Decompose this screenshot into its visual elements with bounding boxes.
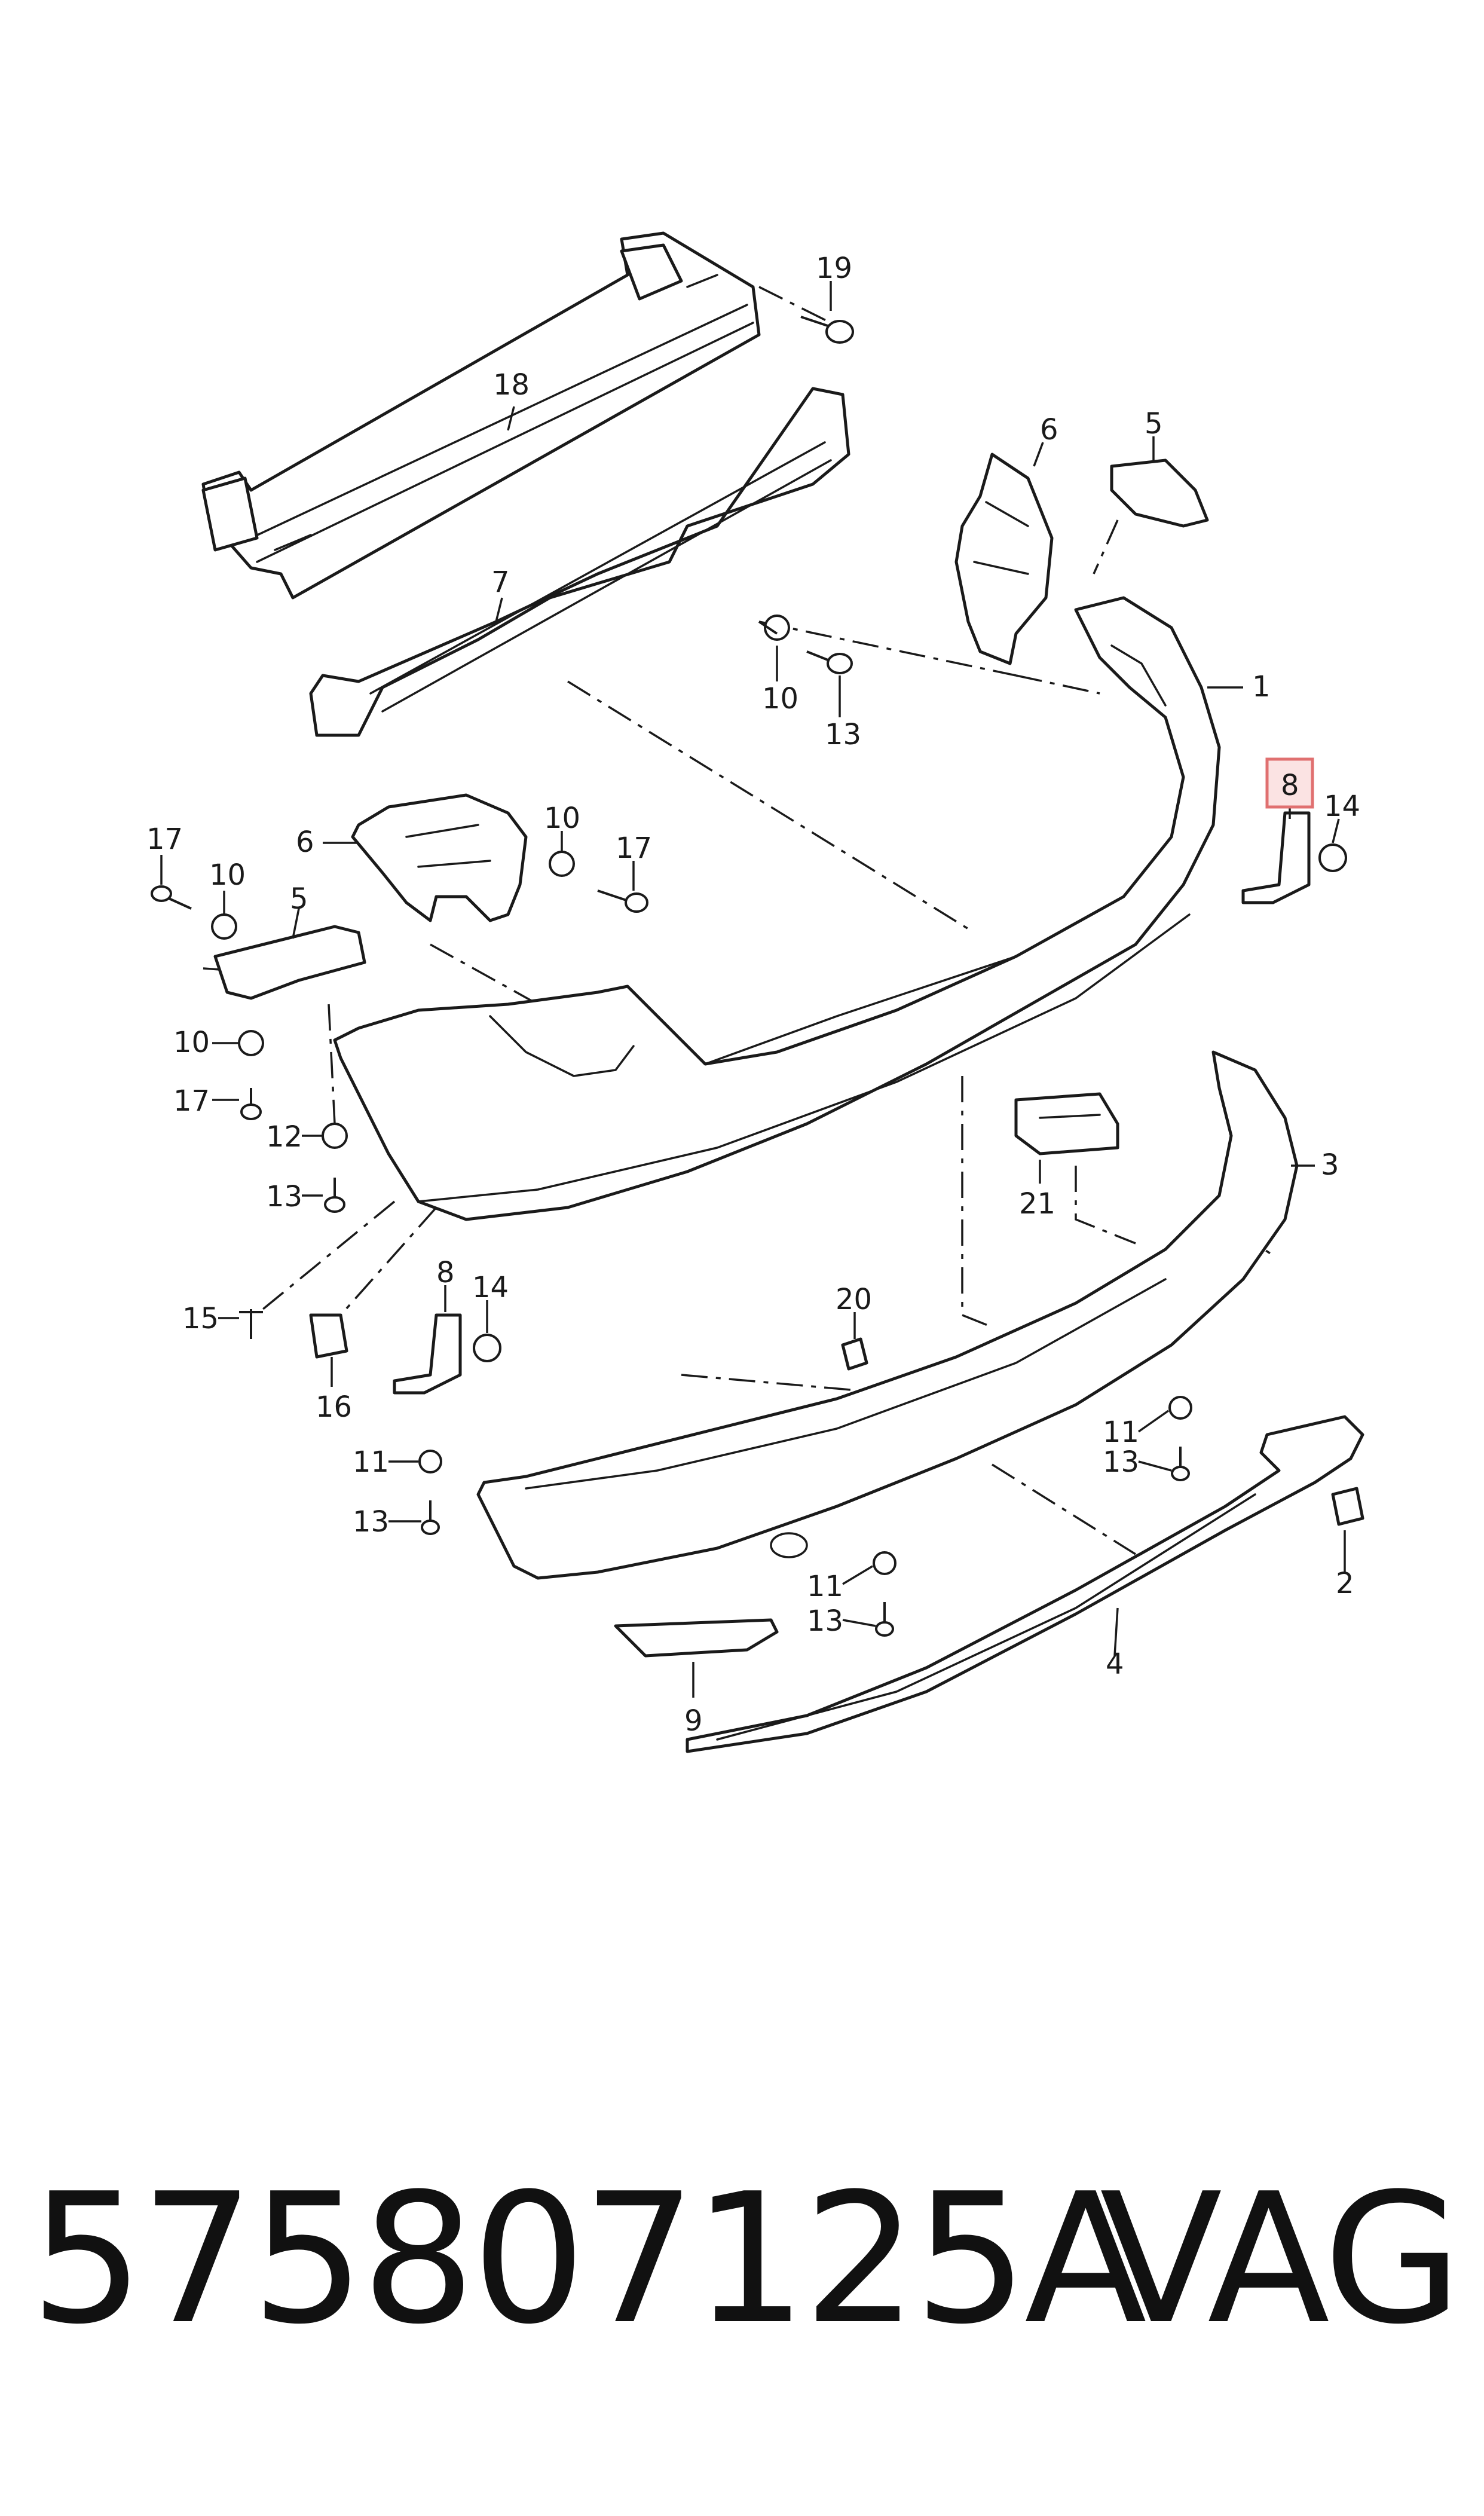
fasteners-left-column [151, 885, 348, 1359]
callout-11: 11 [353, 1445, 389, 1479]
leader-lines [160, 281, 1346, 1698]
part-21-holder [1014, 1092, 1119, 1155]
callout-11: 11 [807, 1570, 843, 1603]
part-4-diffuser [686, 1415, 1364, 1753]
callout-13: 13 [1103, 1445, 1139, 1479]
callout-12: 12 [266, 1120, 302, 1154]
callout-3: 3 [1321, 1148, 1339, 1182]
callout-7: 7 [491, 565, 510, 599]
callout-10: 10 [209, 858, 246, 892]
callout-10: 10 [544, 802, 580, 835]
callout-2: 2 [1336, 1567, 1354, 1600]
part-7-energy-absorber [309, 387, 850, 737]
callout-19: 19 [816, 252, 852, 285]
callout-1: 1 [1252, 670, 1271, 704]
callout-13: 13 [353, 1505, 389, 1539]
callout-20: 20 [836, 1283, 872, 1316]
callout-4: 4 [1106, 1647, 1124, 1681]
callout-17: 17 [616, 831, 652, 865]
callout-6: 6 [1040, 413, 1058, 447]
part-20-clip [841, 1337, 868, 1371]
callout-9: 9 [684, 1704, 703, 1738]
callout-17: 17 [173, 1084, 210, 1118]
callout-14: 14 [472, 1271, 509, 1304]
callout-10: 10 [762, 682, 798, 716]
screw-19 [800, 316, 854, 344]
callout-6: 6 [296, 826, 314, 859]
footer-caption: 575807125A VAG [30, 2152, 1464, 2367]
part-1-bumper-cover [333, 596, 1221, 1221]
part-number: 575807125A [30, 2155, 1147, 2364]
callout-10: 10 [173, 1026, 210, 1059]
callout-13: 13 [825, 718, 861, 751]
callout-8: 8 [1281, 769, 1299, 802]
callout-21: 21 [1019, 1187, 1055, 1221]
assembly-lines [203, 286, 1274, 1555]
callout-8: 8 [436, 1256, 455, 1289]
fasteners-10-13-upper [758, 615, 853, 674]
callout-16: 16 [316, 1390, 352, 1424]
part-6-bracket-right [954, 453, 1054, 665]
part-6-bracket-left [351, 793, 528, 922]
callout-11: 11 [1103, 1416, 1139, 1449]
part-18-reinforcement-bar [201, 231, 761, 600]
fasteners-11-13-lower [418, 1396, 1192, 1637]
part-8-bracket-right [1241, 811, 1347, 904]
part-9-trim-strip [614, 1618, 779, 1658]
callout-13: 13 [266, 1180, 302, 1213]
fasteners-10-17-middle [549, 851, 648, 913]
callout-13: 13 [807, 1604, 843, 1638]
callout-8-highlight [1265, 757, 1314, 809]
brand-name: VAG [1100, 2155, 1462, 2364]
callout-5: 5 [290, 882, 308, 916]
callout-5: 5 [1145, 407, 1163, 441]
part-5-guide-right [1110, 458, 1209, 528]
part-5-guide-left [213, 925, 366, 1000]
callout-17: 17 [146, 823, 183, 856]
callout-15: 15 [182, 1302, 219, 1335]
part-8-bracket-left [393, 1313, 501, 1395]
callout-18: 18 [493, 368, 530, 402]
part-3-lower-bumper [476, 1050, 1299, 1580]
callout-labels: 19 18 7 10 13 6 5 1 8 14 6 10 17 17 10 5… [146, 252, 1360, 1738]
part-2-bracket [1331, 1487, 1364, 1526]
callout-14: 14 [1324, 790, 1360, 823]
